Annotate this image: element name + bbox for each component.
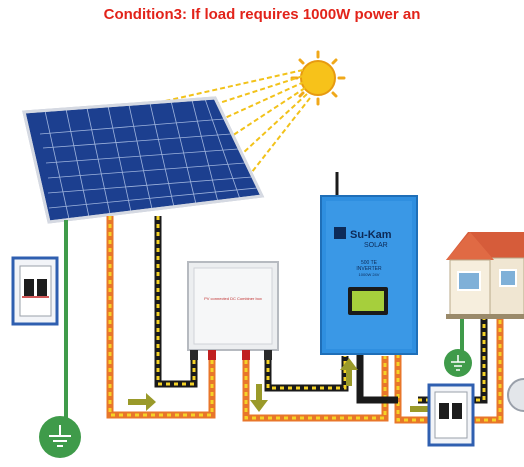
- dc-combiner-box: PV connected DC Combiner box: [187, 261, 279, 360]
- inverter-model-line1: 500 TE: [361, 260, 378, 266]
- diagram-title: Condition3: If load requires 1000W power…: [103, 6, 421, 23]
- breaker-left: [11, 256, 59, 326]
- inverter-brand: Su-Kam: [350, 229, 392, 241]
- breaker-right: [427, 383, 475, 447]
- brand-logo-icon: [334, 227, 346, 239]
- sun-icon: [290, 50, 346, 106]
- arrow-down-1: [250, 384, 268, 412]
- ground-icon-left: [39, 416, 81, 458]
- arrow-up-1: [340, 358, 358, 386]
- inverter: Su-Kam SOLAR 500 TE INVERTER 1000W 24V: [320, 172, 418, 355]
- wire-positive: [106, 216, 504, 424]
- solar-panel: [22, 96, 265, 224]
- inverter-model-line3: 1000W 24V: [359, 272, 380, 277]
- combiner-label: PV connected DC Combiner box: [204, 296, 262, 301]
- terminals: [190, 350, 272, 360]
- house-icon: [446, 232, 524, 319]
- energy-meter-icon: [507, 378, 524, 412]
- arrow-right-1: [128, 393, 156, 411]
- inverter-model-line2: INVERTER: [356, 266, 382, 272]
- inverter-brand-sub: SOLAR: [364, 242, 388, 249]
- ground-icon-right: [444, 349, 472, 377]
